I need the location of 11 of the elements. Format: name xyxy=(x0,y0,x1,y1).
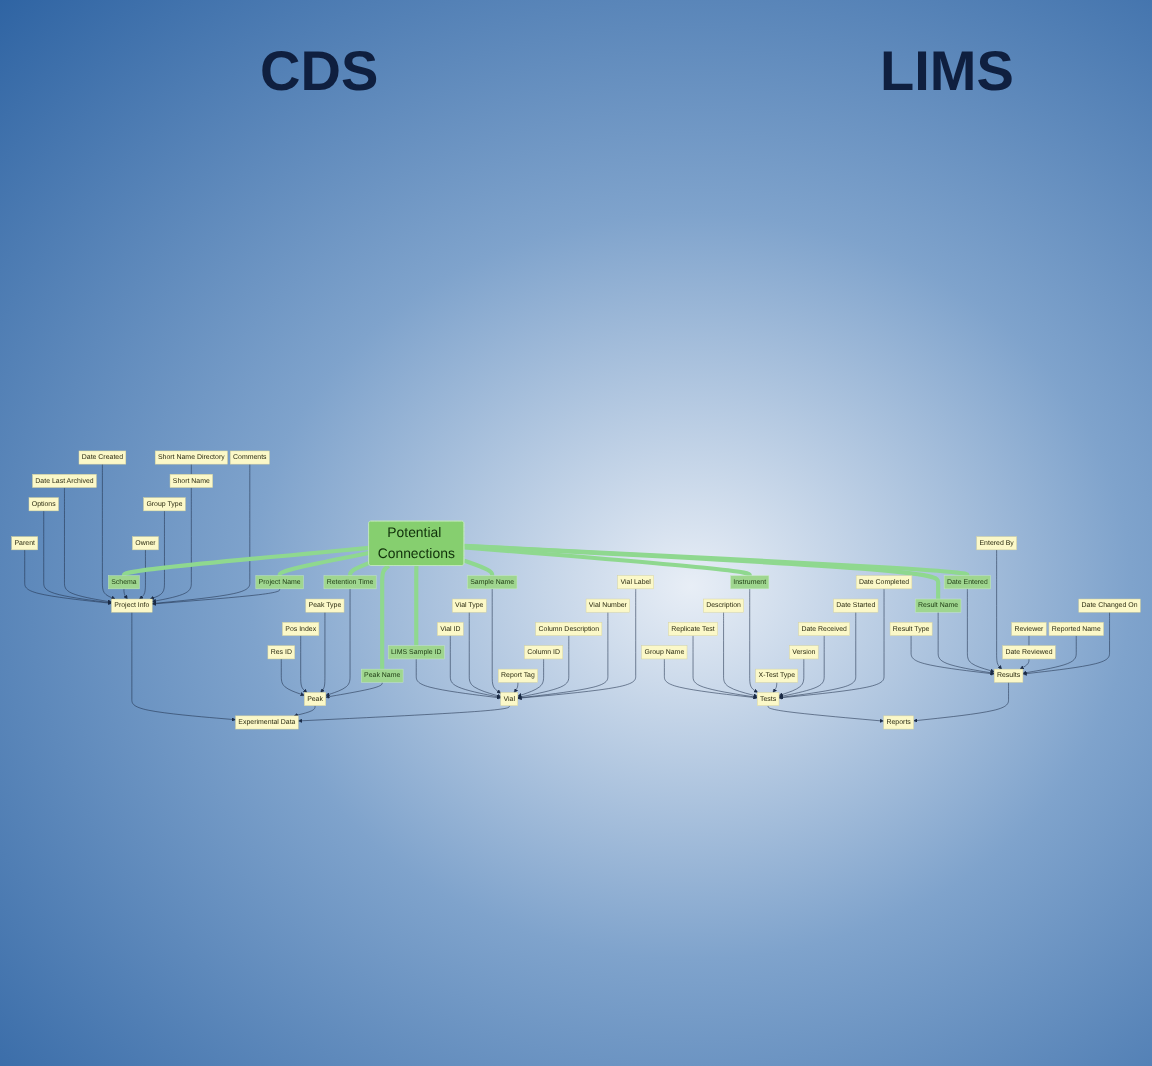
connector xyxy=(277,550,370,577)
connector xyxy=(463,545,752,577)
connector xyxy=(463,558,495,577)
section-heading: LIMS xyxy=(880,40,1014,104)
connector xyxy=(347,561,370,577)
section-heading: CDS xyxy=(260,40,379,104)
connector xyxy=(380,564,391,671)
connector xyxy=(464,543,970,578)
connector xyxy=(191,463,192,475)
connector xyxy=(121,545,369,577)
connector xyxy=(414,564,419,647)
